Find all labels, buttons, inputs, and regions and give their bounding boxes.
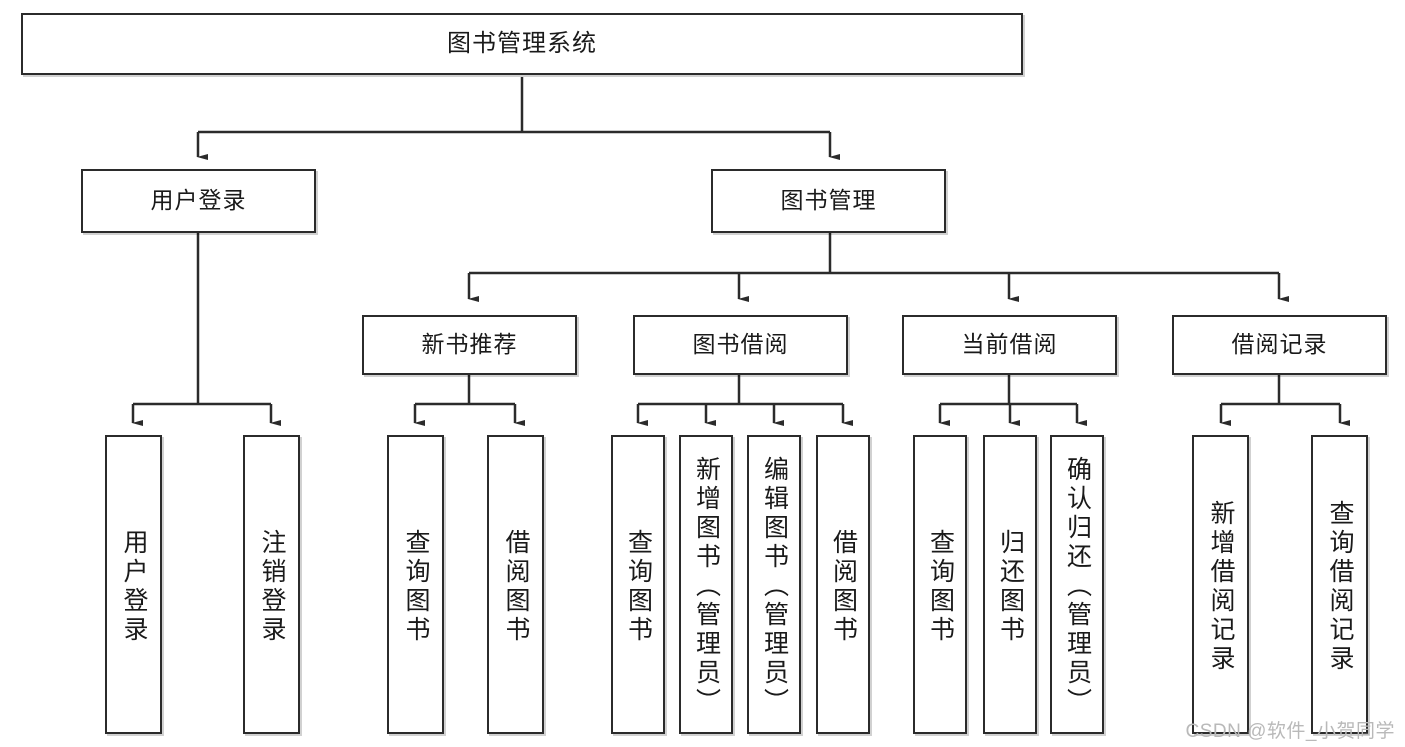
node-leaf-query-record-label: 查询借阅记录 [1326, 499, 1354, 674]
node-current-borrow-label: 当前借阅 [961, 331, 1058, 358]
node-user-login[interactable]: 用户登录 [81, 169, 316, 233]
node-leaf-return-book[interactable]: 归还图书 [983, 435, 1037, 734]
node-leaf-user-login[interactable]: 用户登录 [105, 435, 162, 734]
node-leaf-add-record[interactable]: 新增借阅记录 [1192, 435, 1249, 734]
node-book-borrow[interactable]: 图书借阅 [633, 315, 848, 375]
node-current-borrow[interactable]: 当前借阅 [902, 315, 1117, 375]
node-book-borrow-label: 图书借阅 [692, 331, 789, 358]
node-borrow-record[interactable]: 借阅记录 [1172, 315, 1387, 375]
node-leaf-logout[interactable]: 注销登录 [243, 435, 300, 734]
node-leaf-add-book-label: 新增图书（管理员） [692, 456, 721, 717]
node-leaf-borrow-book-1-label: 借阅图书 [502, 528, 530, 645]
node-leaf-borrow-book-2[interactable]: 借阅图书 [816, 435, 870, 734]
node-root[interactable]: 图书管理系统 [21, 13, 1023, 75]
node-borrow-record-label: 借阅记录 [1231, 331, 1328, 358]
node-leaf-query-book-1[interactable]: 查询图书 [387, 435, 444, 734]
node-leaf-return-book-label: 归还图书 [996, 528, 1025, 645]
node-leaf-edit-book-label: 编辑图书（管理员） [760, 456, 789, 717]
node-leaf-query-book-3-label: 查询图书 [926, 528, 955, 645]
node-user-login-label: 用户登录 [150, 187, 247, 214]
node-leaf-logout-label: 注销登录 [258, 528, 286, 645]
node-leaf-confirm-return-label: 确认归还（管理员） [1063, 456, 1092, 717]
node-book-management[interactable]: 图书管理 [711, 169, 946, 233]
node-leaf-user-login-label: 用户登录 [120, 528, 148, 645]
watermark-text: CSDN @软件_小贺同学 [1185, 721, 1395, 742]
node-book-management-label: 图书管理 [780, 187, 877, 214]
node-leaf-query-record[interactable]: 查询借阅记录 [1311, 435, 1368, 734]
node-leaf-add-book[interactable]: 新增图书（管理员） [679, 435, 733, 734]
node-leaf-edit-book[interactable]: 编辑图书（管理员） [747, 435, 801, 734]
node-new-book-recommend-label: 新书推荐 [421, 331, 518, 358]
node-leaf-query-book-3[interactable]: 查询图书 [913, 435, 967, 734]
node-new-book-recommend[interactable]: 新书推荐 [362, 315, 577, 375]
node-root-label: 图书管理系统 [447, 29, 597, 57]
node-leaf-borrow-book-2-label: 借阅图书 [829, 528, 858, 645]
node-leaf-query-book-2-label: 查询图书 [624, 528, 653, 645]
node-leaf-add-record-label: 新增借阅记录 [1207, 499, 1235, 674]
node-leaf-confirm-return[interactable]: 确认归还（管理员） [1050, 435, 1104, 734]
node-leaf-query-book-1-label: 查询图书 [402, 528, 430, 645]
node-leaf-borrow-book-1[interactable]: 借阅图书 [487, 435, 544, 734]
node-leaf-query-book-2[interactable]: 查询图书 [611, 435, 665, 734]
